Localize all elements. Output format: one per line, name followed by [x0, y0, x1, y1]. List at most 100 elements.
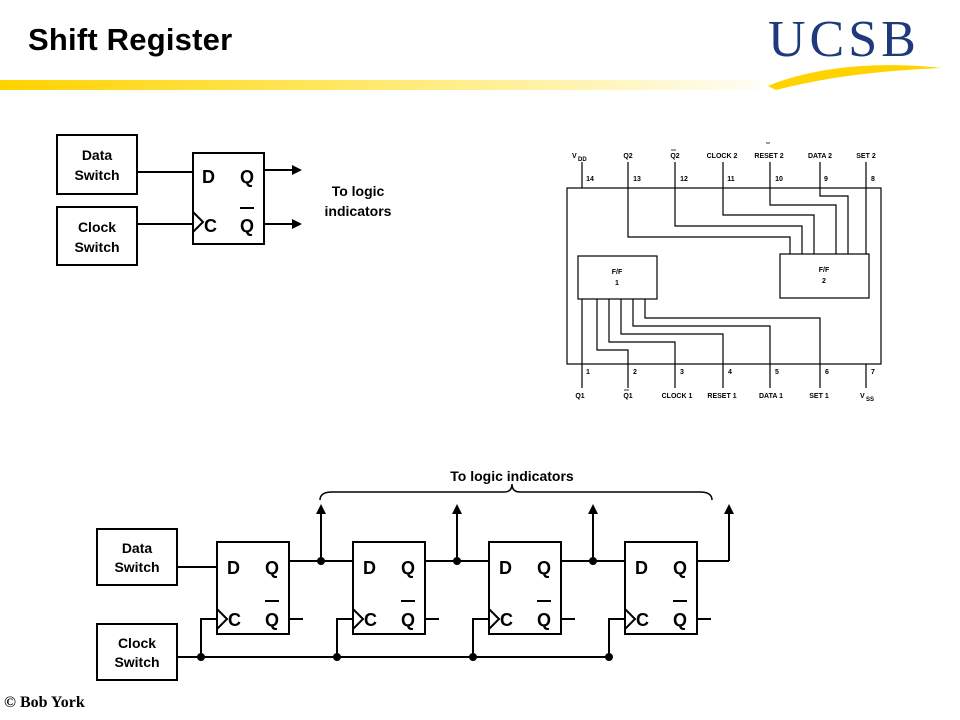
sr-ff1-clock-wire [200, 618, 217, 657]
sr-ff2-clock-triangle [352, 608, 365, 630]
chip-top-pins: V DD Q2 Q2 CLOCK 2 RESET 2 DATA 2 SET 2 … [572, 142, 876, 183]
pin11-label: CLOCK 2 [707, 153, 738, 160]
sr-ff3-q-label: Q [537, 558, 551, 578]
ff-q-label: Q [240, 167, 254, 187]
pin7-number: 7 [871, 369, 875, 376]
pin3-number: 3 [680, 369, 684, 376]
single-flip-flop [192, 152, 265, 245]
ff-c-label: C [204, 216, 217, 236]
pin7-label: V [860, 393, 865, 400]
copyright-note: © Bob York [4, 694, 85, 711]
chip-ff1-label-line1: F/F [612, 269, 623, 276]
pin14-label: V [572, 153, 577, 160]
chip-ff1 [577, 255, 658, 300]
sr-data-switch-label-line1: Data [122, 540, 153, 556]
pin10-label: RESET 2 [754, 153, 783, 160]
pin4-label: RESET 1 [707, 393, 736, 400]
data-switch-box[interactable] [56, 134, 138, 195]
pin11-number: 11 [727, 176, 735, 183]
logic-indicators-label-line2: indicators [325, 203, 392, 219]
data-switch-label-line2: Switch [74, 167, 119, 183]
sr-flip-flop-1 [216, 541, 290, 635]
sr-ff1-qbar-label: Q [265, 610, 279, 630]
sr-ff1-q-label: Q [265, 558, 279, 578]
pin6-number: 6 [825, 369, 829, 376]
chip-ff2-label-line2: 2 [822, 278, 826, 285]
sr-ff1-c-label: C [228, 610, 241, 630]
sr-ff2-q-junction [453, 557, 461, 565]
sr-data-switch-label-line2: Switch [114, 559, 159, 575]
pin2-label: Q1 [623, 393, 632, 400]
sr-clock-switch-box[interactable] [96, 623, 178, 681]
pin13-number: 13 [633, 176, 641, 183]
sr-ff3-q-junction [589, 557, 597, 565]
sr-clock-switch-label-line2: Switch [114, 654, 159, 670]
sr-ff4-qbar-label: Q [673, 610, 687, 630]
pin1-label: Q1 [575, 393, 584, 400]
ucsb-logo-swoosh [768, 65, 942, 90]
sr-ff4-c-label: C [636, 610, 649, 630]
pin6-label: SET 1 [809, 393, 829, 400]
pin5-label: DATA 1 [759, 393, 783, 400]
shift-register-circuit: To logic indicators Data Switch Clock Sw… [96, 468, 734, 681]
pin10-number: 10 [775, 176, 783, 183]
pin9-number: 9 [824, 176, 828, 183]
pin4-number: 4 [728, 369, 732, 376]
pin14-label-sub: DD [578, 157, 587, 163]
sr-ff4-clock-triangle [624, 608, 637, 630]
pin12-label: Q2 [670, 153, 679, 160]
chip-ff2-label-line1: F/F [819, 267, 830, 274]
pin12-number: 12 [680, 176, 688, 183]
sr-clock-switch-label-line1: Clock [118, 635, 156, 651]
data-switch-label-line1: Data [82, 147, 113, 163]
sr-ff3-clock-triangle [488, 608, 501, 630]
sr-ff3-d-label: D [499, 558, 512, 578]
ff-qbar-label: Q [240, 216, 254, 236]
ucsb-logo: UCSB [768, 11, 920, 68]
clock-input-triangle [192, 211, 205, 233]
sr-ff2-qbar-label: Q [401, 610, 415, 630]
sr-ff3-clock-junction [469, 653, 477, 661]
sr-ff2-c-label: C [364, 610, 377, 630]
sr-ff1-clock-junction [197, 653, 205, 661]
sr-ff2-clock-junction [333, 653, 341, 661]
sr-ff4-q-label: Q [673, 558, 687, 578]
pin3-label: CLOCK 1 [662, 393, 693, 400]
sr-flip-flop-2 [352, 541, 426, 635]
clock-switch-label-line1: Clock [78, 219, 116, 235]
chip-internal-wiring [581, 162, 867, 388]
pin5-number: 5 [775, 369, 779, 376]
sr-ff1-q-junction [317, 557, 325, 565]
title-underline-bar [0, 80, 780, 90]
chip-bottom-pins: 1 2 3 4 5 6 7 Q1 Q1 CLOCK 1 RESET 1 DATA… [575, 369, 875, 403]
pin2-number: 2 [633, 369, 637, 376]
slide-title: Shift Register [28, 22, 233, 57]
sr-ff2-q-label: Q [401, 558, 415, 578]
sr-ff1-d-label: D [227, 558, 240, 578]
shift-register-output-label: To logic indicators [450, 468, 574, 484]
chip-ff2 [779, 253, 870, 299]
sr-flip-flop-4 [624, 541, 698, 635]
sr-ff3-qbar-label: Q [537, 610, 551, 630]
pin13-label: Q2 [623, 153, 632, 160]
sr-ff3-clock-wire [472, 618, 489, 657]
logic-indicators-label-line1: To logic [332, 183, 385, 199]
sr-data-switch-box[interactable] [96, 528, 178, 586]
pin14-number: 14 [586, 176, 594, 183]
sr-ff1-clock-triangle [216, 608, 229, 630]
clock-switch-label-line2: Switch [74, 239, 119, 255]
sr-ff2-clock-wire [336, 618, 353, 657]
sr-ff3-c-label: C [500, 610, 513, 630]
sr-flip-flop-3 [488, 541, 562, 635]
clock-switch-box[interactable] [56, 206, 138, 266]
sr-ff4-clock-junction [605, 653, 613, 661]
pin8-label: SET 2 [856, 153, 876, 160]
chip-pinout-diagram: F/F 1 F/F 2 [566, 142, 882, 403]
single-ff-circuit: Data Switch Clock Switch D Q C Q To logi… [56, 134, 392, 266]
pin1-number: 1 [586, 369, 590, 376]
pin9-label: DATA 2 [808, 153, 832, 160]
output-brace [319, 483, 713, 501]
sr-ff4-clock-wire [608, 618, 625, 657]
